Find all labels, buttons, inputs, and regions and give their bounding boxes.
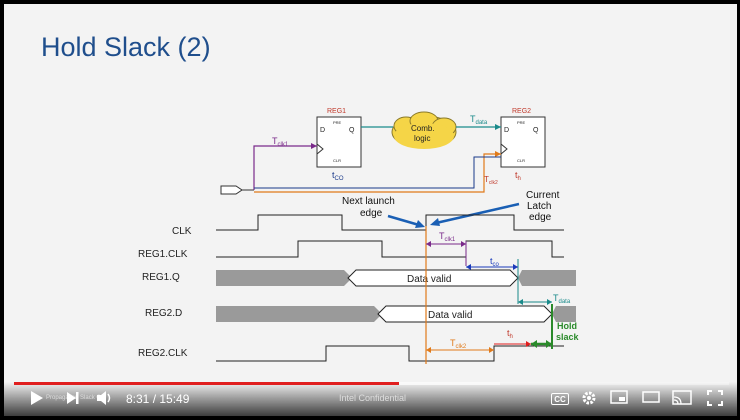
next-launch-edge-label-1: Next launch bbox=[342, 196, 395, 207]
reg1-name: REG1 bbox=[327, 108, 346, 115]
captions-button[interactable]: CC bbox=[551, 393, 569, 405]
progress-played bbox=[14, 382, 399, 385]
wave-th-label: th bbox=[507, 328, 513, 340]
volume-icon bbox=[97, 391, 111, 405]
reg1-pin-d: D bbox=[320, 127, 325, 134]
wave-tclk1-label: Tclk1 bbox=[439, 231, 456, 243]
comb-logic-label-1: Comb. bbox=[411, 124, 435, 133]
signal-label-reg2-d: REG2.D bbox=[145, 308, 182, 319]
reg1-pin-pre: PRE bbox=[333, 120, 342, 125]
circuit-tdata-label: Tdata bbox=[470, 114, 488, 126]
theater-mode-button[interactable] bbox=[642, 390, 660, 410]
progress-bar[interactable] bbox=[14, 382, 729, 385]
signal-label-reg2-clk: REG2.CLK bbox=[138, 348, 188, 359]
volume-button[interactable] bbox=[96, 390, 114, 412]
current-latch-edge-label-2: Latch bbox=[527, 201, 551, 212]
wave-reg2-d: Data valid bbox=[216, 305, 576, 323]
circuit-tclk1-label: Tclk1 bbox=[272, 136, 289, 148]
wave-reg2-clk bbox=[216, 345, 564, 362]
reg2-box bbox=[500, 116, 546, 168]
confidential-label: Intel Confidential bbox=[339, 393, 407, 403]
reg1-q-data-valid: Data valid bbox=[407, 274, 451, 285]
comb-logic-cloud: Comb. logic bbox=[391, 111, 457, 149]
cast-icon bbox=[672, 390, 692, 405]
reg2-pin-q: Q bbox=[533, 127, 539, 134]
circuit-tclk2-label: Tclk2 bbox=[484, 175, 498, 186]
wave-tdata-label: Tdata bbox=[553, 293, 571, 305]
play-button[interactable] bbox=[30, 390, 44, 412]
reg2-d-data-valid: Data valid bbox=[428, 310, 472, 321]
theater-icon bbox=[642, 391, 660, 403]
signal-label-reg1-q: REG1.Q bbox=[142, 272, 180, 283]
next-button[interactable] bbox=[66, 390, 80, 412]
hold-slack-label-2: slack bbox=[556, 332, 580, 342]
comb-logic-label-2: logic bbox=[414, 134, 430, 143]
gear-icon bbox=[582, 391, 596, 405]
reg2-name: REG2 bbox=[512, 108, 531, 115]
reg1-pin-clr: CLR bbox=[333, 158, 341, 163]
timing-diagram: REG1 D Q PRE CLR REG2 D Q PRE CLR Comb. … bbox=[138, 108, 580, 364]
reg2-pin-d: D bbox=[504, 127, 509, 134]
cast-button[interactable] bbox=[672, 390, 692, 412]
reg1-pin-q: Q bbox=[349, 127, 355, 134]
miniplayer-button[interactable] bbox=[610, 390, 628, 410]
wave-reg1-clk bbox=[216, 240, 564, 258]
next-launch-edge-label-2: edge bbox=[360, 208, 383, 219]
circuit-tco-label: tCO bbox=[332, 170, 344, 182]
time-display: 8:31 / 15:49 bbox=[126, 392, 190, 406]
player-controls: Propagation Slack Go 8:31 / 15:49 Intel … bbox=[4, 382, 737, 416]
presentation-slide: Hold Slack (2) REG1 D Q PRE CLR REG2 D Q… bbox=[4, 4, 737, 416]
wave-reg1-q: Data valid bbox=[216, 269, 576, 287]
clock-input-port bbox=[220, 185, 243, 195]
settings-button[interactable] bbox=[581, 390, 597, 412]
current-latch-edge-label-3: edge bbox=[529, 212, 552, 223]
wave-tclk2-label: Tclk2 bbox=[450, 338, 467, 350]
miniplayer-icon bbox=[610, 390, 628, 404]
skip-next-icon bbox=[67, 392, 79, 404]
wave-clk bbox=[216, 214, 564, 231]
fullscreen-button[interactable] bbox=[707, 390, 723, 412]
current-latch-edge-label-1: Current bbox=[526, 190, 560, 201]
reg2-pin-pre: PRE bbox=[517, 120, 526, 125]
play-icon bbox=[31, 391, 43, 405]
signal-label-clk: CLK bbox=[172, 226, 192, 237]
circuit-th-label: th bbox=[515, 170, 521, 182]
reg1-box bbox=[316, 116, 362, 168]
slide-title: Hold Slack (2) bbox=[41, 32, 211, 62]
hold-slack-label-1: Hold bbox=[557, 321, 577, 331]
wave-tco-label: tco bbox=[490, 256, 500, 268]
fullscreen-icon bbox=[707, 390, 723, 406]
signal-label-reg1-clk: REG1.CLK bbox=[138, 249, 188, 260]
reg2-pin-clr: CLR bbox=[517, 158, 525, 163]
